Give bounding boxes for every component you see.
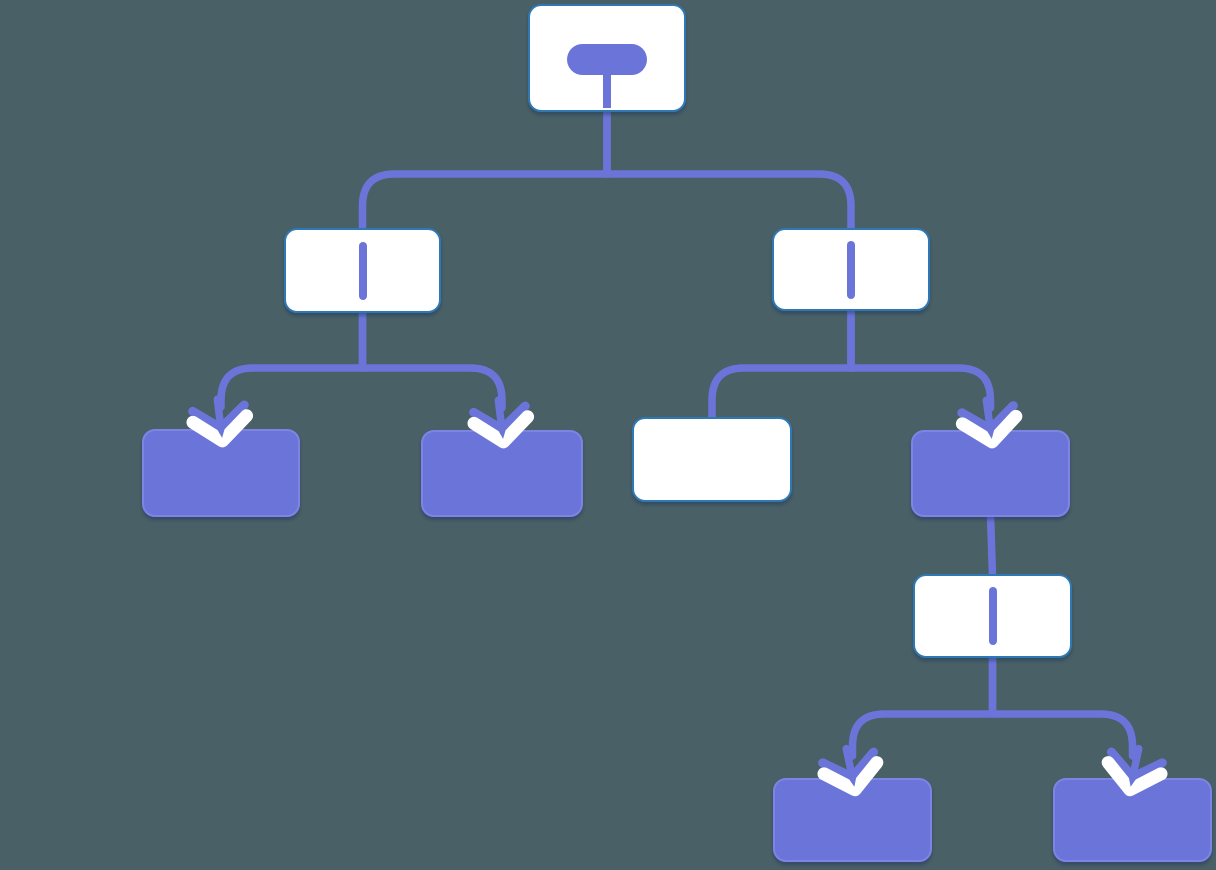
connector-line [603,170,855,233]
pill-stem-shape [603,72,611,108]
connector-line [988,710,1137,760]
vertical-bar-icon [988,587,997,645]
vertical-bar-icon [358,241,367,300]
vertical-bar-icon [847,240,855,299]
root-node[interactable] [528,4,686,112]
connector-line [358,170,611,233]
pill-shape [567,44,647,75]
leaf-node-3[interactable] [911,430,1070,517]
branch-node-lower[interactable] [913,574,1072,658]
leaf-node-5[interactable] [1053,778,1212,862]
connector-line [848,710,997,760]
connector-line [847,364,995,412]
connector-line [358,364,506,412]
leaf-node-2[interactable] [421,430,583,517]
connector-line [217,364,367,411]
branch-node-right[interactable] [772,228,930,311]
connector-line [986,511,997,580]
connector-line [708,364,855,422]
leaf-node-4[interactable] [773,778,932,862]
leaf-node-1[interactable] [142,429,300,517]
branch-node-left[interactable] [284,228,441,313]
child-node-plain[interactable] [632,417,792,502]
pill-connector-icon [530,6,684,110]
